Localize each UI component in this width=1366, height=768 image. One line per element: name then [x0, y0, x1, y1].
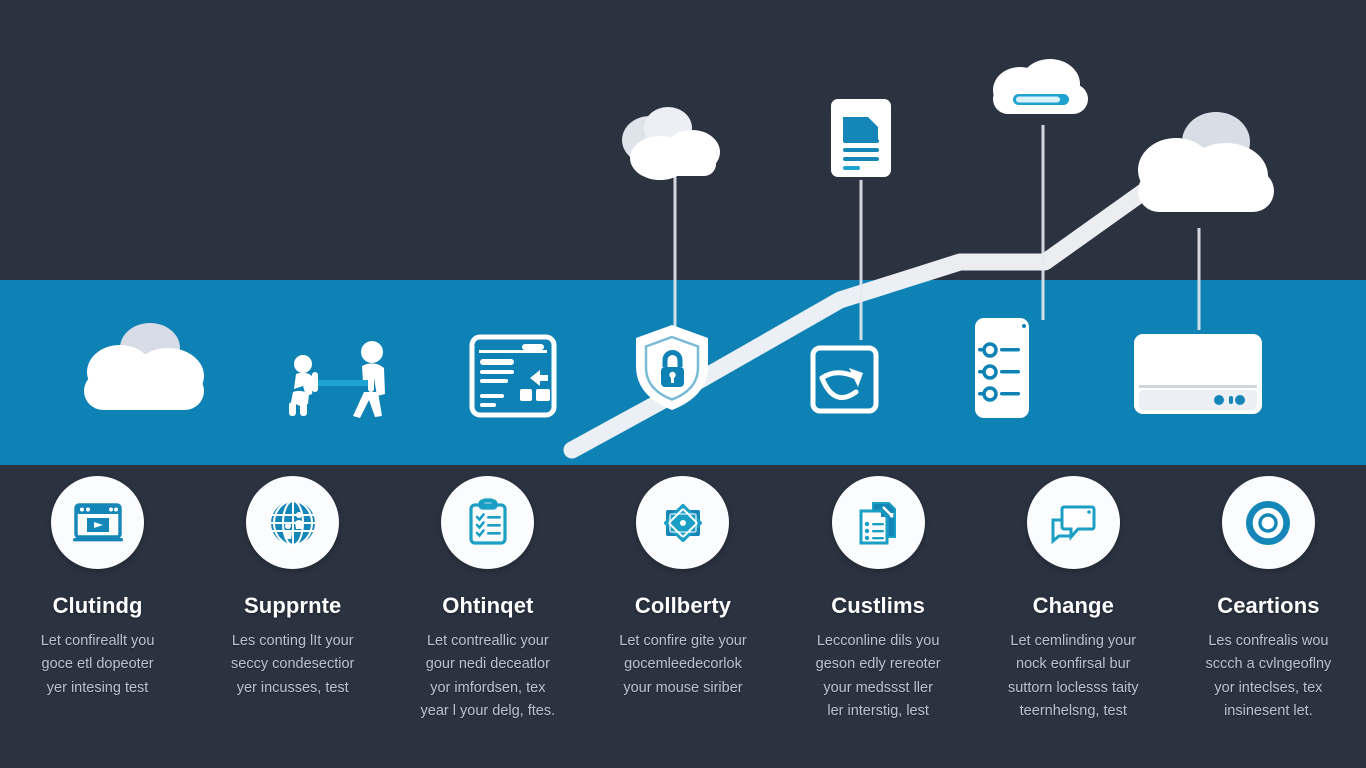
column-body: Les conting lIt your seccy condesectior … [231, 633, 355, 696]
clipboard-checklist-icon [469, 497, 507, 545]
feature-column[interactable]: Clutindg Let confireallt you goce etl do… [0, 472, 195, 768]
column-title: Supprnte [244, 593, 342, 618]
badge-documents-checklist[interactable] [831, 476, 925, 569]
badge-stacked-cards[interactable] [636, 476, 730, 569]
feature-column[interactable]: Change Let cemlinding your nock eonfirsa… [976, 472, 1171, 768]
column-title: Collberty [634, 593, 732, 618]
column-body: Les confrealis wou sccch a cvlngeoflny y… [1205, 633, 1332, 720]
column-body: Let contreallic your gour nedi deceatlor… [420, 633, 556, 720]
feature-column[interactable]: Ceartions Les confrealis wou sccch a cvl… [1171, 472, 1366, 768]
gear-icon [1246, 500, 1291, 545]
column-body: Let confireallt you goce etl dopeoter ye… [40, 633, 155, 696]
column-title: Ceartions [1217, 593, 1320, 618]
feature-column[interactable]: Collberty Let confire gite your gocemlee… [585, 472, 780, 768]
cloud-icon [84, 323, 204, 410]
column-title: Ohtinqet [442, 593, 534, 618]
browser-video-icon [72, 502, 123, 541]
column-title: Change [1032, 593, 1114, 618]
cloud-progress-icon [993, 59, 1088, 114]
chat-bubbles-icon [1051, 505, 1096, 544]
column-title: Custlims [831, 593, 925, 618]
stacked-cards-icon [664, 503, 702, 542]
feature-column[interactable]: Custlims Lecconline dils you geson edly … [781, 472, 976, 768]
column-body: Let confire gite your gocemleedecorlok y… [619, 633, 747, 696]
documents-checklist-icon [859, 501, 897, 544]
cloud-icon-top-right [1138, 112, 1274, 212]
column-body: Lecconline dils you geson edly rereoter … [815, 633, 941, 720]
shield-lock-icon [636, 325, 708, 410]
people-handoff-icon [289, 341, 385, 418]
badge-clipboard-checklist[interactable] [441, 476, 535, 569]
dashboard-page-icon [469, 334, 557, 418]
cloud-icon-top-left [622, 107, 720, 180]
monitor-icon [1134, 334, 1262, 414]
badge-globe-people[interactable] [246, 476, 340, 569]
badge-browser-video[interactable] [51, 476, 145, 569]
feature-column[interactable]: Ohtinqet Let contreallic your gour nedi … [390, 472, 585, 768]
mobile-checklist-icon [975, 318, 1029, 418]
column-body: Let cemlinding your nock eonfirsal bur s… [1007, 633, 1139, 720]
feature-column[interactable]: Supprnte Les conting lIt your seccy cond… [195, 472, 390, 768]
document-icon [831, 99, 891, 177]
growth-chart-icon [810, 345, 879, 414]
column-title: Clutindg [52, 593, 143, 618]
badge-chat-bubbles[interactable] [1026, 476, 1120, 569]
feature-columns: Clutindg Let confireallt you goce etl do… [0, 472, 1366, 768]
globe-people-icon [270, 499, 315, 546]
badge-gear[interactable] [1221, 476, 1315, 569]
